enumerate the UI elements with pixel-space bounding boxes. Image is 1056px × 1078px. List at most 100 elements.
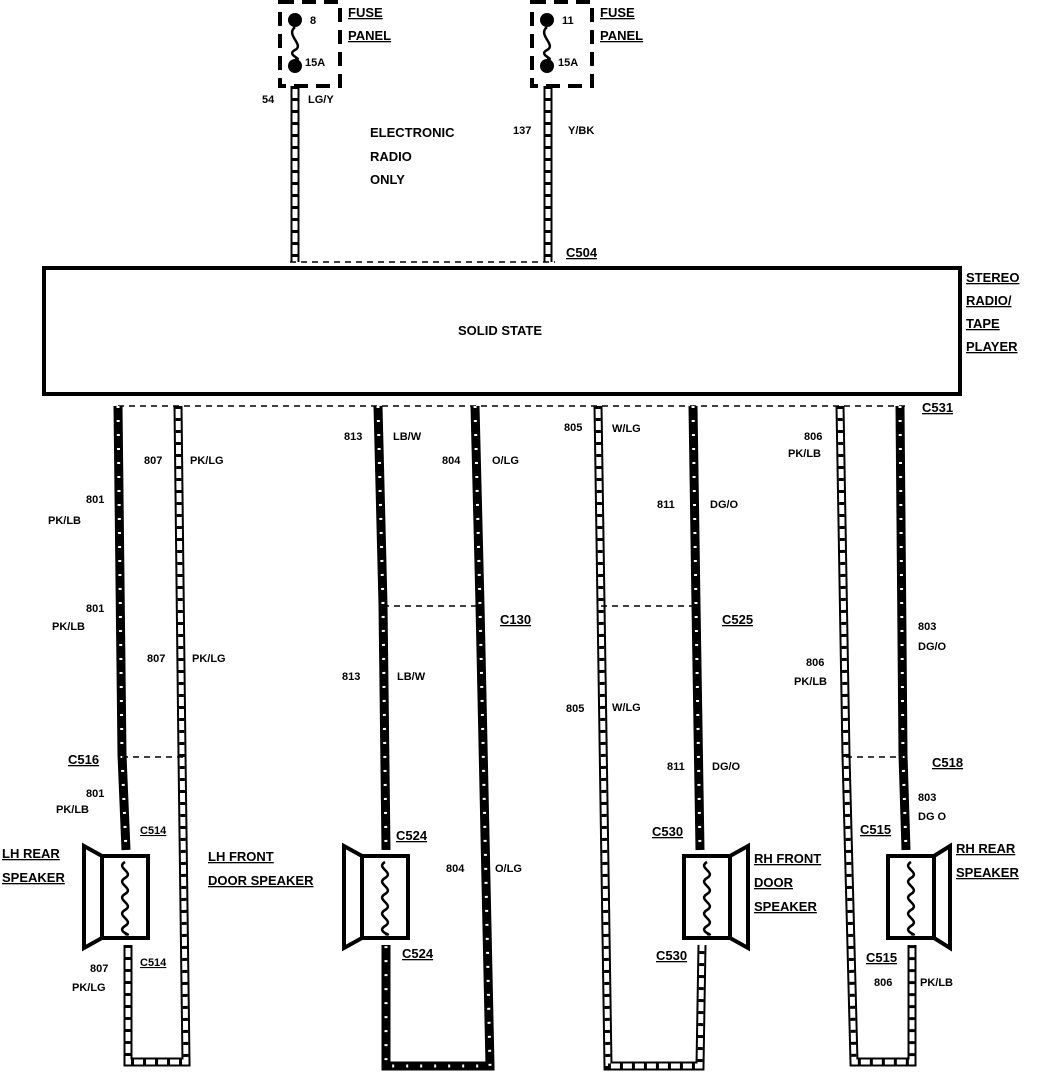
- svg-text:813: 813: [344, 431, 362, 443]
- fuse-panel-8: 8 15A FUSE PANEL: [278, 0, 391, 88]
- svg-text:806: 806: [804, 431, 822, 443]
- fuse-panel-label: FUSE: [600, 5, 635, 20]
- svg-text:RH FRONT: RH FRONT: [754, 851, 821, 866]
- svg-text:806: 806: [806, 657, 824, 669]
- svg-text:PK/LB: PK/LB: [794, 676, 827, 688]
- svg-text:811: 811: [667, 761, 685, 773]
- fuse-panel-label: PANEL: [348, 28, 391, 43]
- svg-text:801: 801: [86, 788, 104, 800]
- svg-text:PK/LB: PK/LB: [56, 804, 89, 816]
- power-wire-54: 54 LG/Y: [262, 86, 334, 262]
- fuse-rating: 15A: [305, 57, 325, 69]
- connector-c524: C524: [396, 828, 428, 843]
- svg-text:PK/LB: PK/LB: [52, 621, 85, 633]
- svg-text:SPEAKER: SPEAKER: [956, 865, 1019, 880]
- connector-c531: C531: [922, 400, 953, 415]
- wire-circuit: 137: [513, 125, 531, 137]
- svg-text:PK/LG: PK/LG: [72, 982, 106, 994]
- svg-text:W/LG: W/LG: [612, 702, 641, 714]
- svg-text:O/LG: O/LG: [495, 863, 522, 875]
- svg-text:O/LG: O/LG: [492, 455, 519, 467]
- svg-text:RADIO: RADIO: [370, 149, 412, 164]
- lh-front-door-speaker: LH FRONT DOOR SPEAKER C524 C524: [208, 828, 434, 961]
- connector-c515: C515: [860, 822, 891, 837]
- wire-813: 813 LB/W 813 LB/W: [342, 405, 426, 851]
- wire-807: 807 PK/LG 807 PK/LG 807 PK/LG: [72, 405, 226, 1067]
- svg-text:811: 811: [657, 499, 675, 511]
- connector-c530: C530: [656, 948, 687, 963]
- fuse-panel-label: PANEL: [600, 28, 643, 43]
- connector-c525: C525: [722, 612, 753, 627]
- svg-text:807: 807: [90, 963, 108, 975]
- power-wire-137: 137 Y/BK: [513, 86, 594, 262]
- svg-text:801: 801: [86, 494, 104, 506]
- connector-c518: C518: [932, 755, 963, 770]
- electronic-radio-note: ELECTRONIC RADIO ONLY: [370, 125, 455, 187]
- svg-text:807: 807: [144, 455, 162, 467]
- fuse-panel-11: 11 15A FUSE PANEL: [530, 0, 643, 88]
- svg-text:PK/LB: PK/LB: [920, 977, 953, 989]
- wire-803: 803 DG/O 803 DG O: [895, 405, 947, 851]
- svg-text:TAPE: TAPE: [966, 316, 1000, 331]
- svg-text:DG/O: DG/O: [918, 641, 947, 653]
- lh-rear-speaker: LH REAR SPEAKER C514 C514: [2, 825, 167, 969]
- connector-c515: C515: [866, 950, 897, 965]
- svg-text:SPEAKER: SPEAKER: [754, 899, 817, 914]
- svg-text:RADIO/: RADIO/: [966, 293, 1012, 308]
- connector-c130: C130: [500, 612, 531, 627]
- svg-text:LB/W: LB/W: [397, 671, 426, 683]
- connector-c516: C516: [68, 752, 99, 767]
- connector-c514: C514: [140, 825, 167, 837]
- radio-unit: [42, 266, 962, 396]
- svg-text:805: 805: [566, 703, 584, 715]
- svg-text:PLAYER: PLAYER: [966, 339, 1018, 354]
- fuse-rating: 15A: [558, 57, 578, 69]
- fuse-number: 11: [562, 15, 574, 27]
- svg-text:PK/LG: PK/LG: [192, 653, 226, 665]
- rh-rear-speaker: RH REAR SPEAKER C515 C515: [860, 822, 1019, 965]
- rh-front-door-speaker: RH FRONT DOOR SPEAKER C530 C530: [652, 824, 821, 963]
- svg-text:RH REAR: RH REAR: [956, 841, 1016, 856]
- wire-811: 811 DG/O 811 DG/O: [657, 405, 741, 851]
- radio-body-label: SOLID STATE: [458, 323, 542, 338]
- svg-text:PK/LB: PK/LB: [788, 448, 821, 460]
- wire-804: 804 O/LG 804 O/LG: [381, 405, 522, 1071]
- connector-c504: C504: [566, 245, 598, 260]
- connector-c530: C530: [652, 824, 683, 839]
- svg-text:803: 803: [918, 621, 936, 633]
- svg-text:STEREO: STEREO: [966, 270, 1019, 285]
- svg-text:ONLY: ONLY: [370, 172, 405, 187]
- svg-text:LH FRONT: LH FRONT: [208, 849, 274, 864]
- wire-805: 805 W/LG 805 W/LG: [564, 405, 707, 1071]
- svg-text:LB/W: LB/W: [393, 431, 422, 443]
- wire-color: LG/Y: [308, 94, 334, 106]
- svg-text:PK/LG: PK/LG: [190, 455, 224, 467]
- wire-801: 801 PK/LB 801 PK/LB 801 PK/LB: [48, 405, 131, 851]
- svg-text:806: 806: [874, 977, 892, 989]
- svg-text:813: 813: [342, 671, 360, 683]
- connector-c524: C524: [402, 946, 434, 961]
- svg-text:SPEAKER: SPEAKER: [2, 870, 65, 885]
- radio-name-label: STEREO RADIO/ TAPE PLAYER: [966, 270, 1019, 354]
- svg-text:804: 804: [442, 455, 461, 467]
- svg-text:DOOR SPEAKER: DOOR SPEAKER: [208, 873, 314, 888]
- svg-text:805: 805: [564, 422, 582, 434]
- wire-color: Y/BK: [568, 125, 594, 137]
- svg-text:DG/O: DG/O: [710, 499, 739, 511]
- svg-text:W/LG: W/LG: [612, 423, 641, 435]
- svg-text:801: 801: [86, 603, 104, 615]
- svg-text:DOOR: DOOR: [754, 875, 794, 890]
- svg-text:PK/LB: PK/LB: [48, 515, 81, 527]
- svg-text:DG O: DG O: [918, 811, 947, 823]
- connector-c514: C514: [140, 957, 167, 969]
- svg-text:DG/O: DG/O: [712, 761, 741, 773]
- svg-text:807: 807: [147, 653, 165, 665]
- svg-text:803: 803: [918, 792, 936, 804]
- fuse-number: 8: [310, 15, 316, 27]
- fuse-panel-label: FUSE: [348, 5, 383, 20]
- wire-806: 806 PK/LB 806 PK/LB 806 PK/LB: [788, 405, 953, 1067]
- svg-text:ELECTRONIC: ELECTRONIC: [370, 125, 455, 140]
- svg-text:804: 804: [446, 863, 465, 875]
- wire-circuit: 54: [262, 94, 275, 106]
